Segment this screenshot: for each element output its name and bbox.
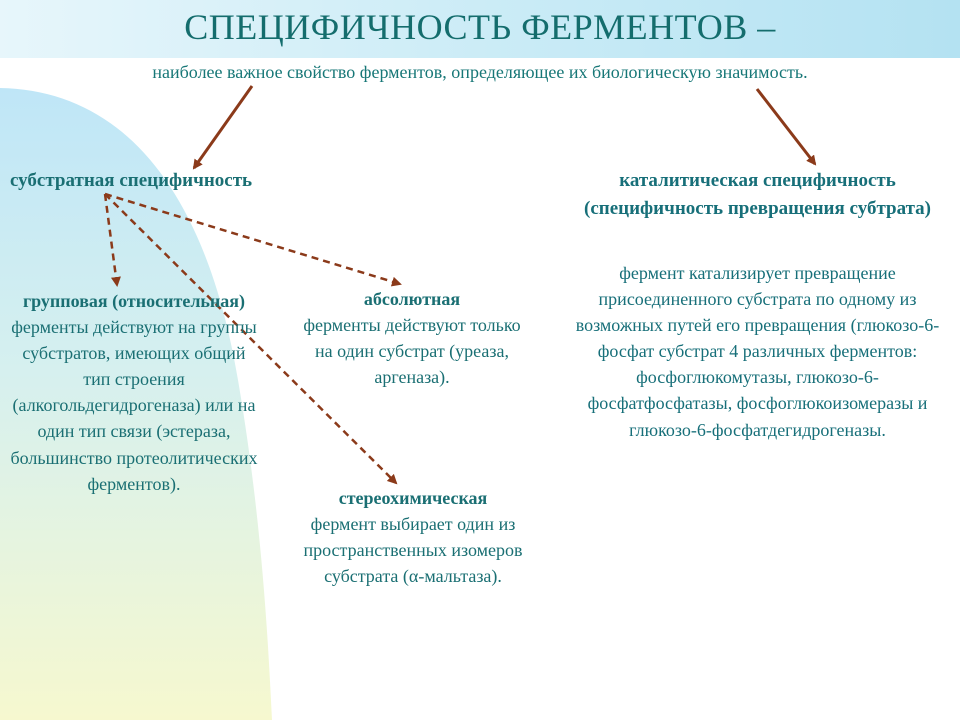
group-specificity-title: групповая (относительная) (22, 291, 246, 311)
absolute-specificity-title: абсолютная (363, 289, 461, 309)
absolute-specificity-block: абсолютная ферменты действуют только на … (298, 286, 526, 390)
page-subtitle: наиболее важное свойство ферментов, опре… (152, 62, 808, 82)
catalytic-description: фермент катализирует превращение присоед… (570, 260, 945, 443)
header-band (0, 0, 960, 58)
arrow-to-substrate (192, 85, 254, 170)
dashed-arrow-to-group (103, 193, 121, 287)
stereochemical-specificity-block: стереохимическая фермент выбирает один и… (288, 485, 538, 589)
dashed-arrow-to-absolute (104, 192, 402, 287)
arrow-to-catalytic (755, 88, 817, 166)
group-specificity-block: групповая (относительная) ферменты дейст… (8, 288, 260, 497)
group-specificity-text: ферменты действуют на группы субстратов,… (10, 317, 258, 494)
absolute-specificity-text: ферменты действуют только на один субстр… (303, 315, 521, 388)
stereochemical-specificity-text: фермент выбирает один из пространственны… (303, 514, 523, 587)
catalytic-text: фермент катализирует превращение присоед… (575, 263, 940, 440)
stereochemical-specificity-title: стереохимическая (338, 488, 488, 508)
substrate-specificity-heading: субстратная специфичность (10, 170, 253, 191)
page-title: СПЕЦИФИЧНОСТЬ ФЕРМЕНТОВ – (184, 7, 776, 47)
catalytic-specificity-heading: каталитическая специфичность (специфично… (584, 170, 931, 219)
dashed-arrow-to-stereo (104, 193, 398, 485)
